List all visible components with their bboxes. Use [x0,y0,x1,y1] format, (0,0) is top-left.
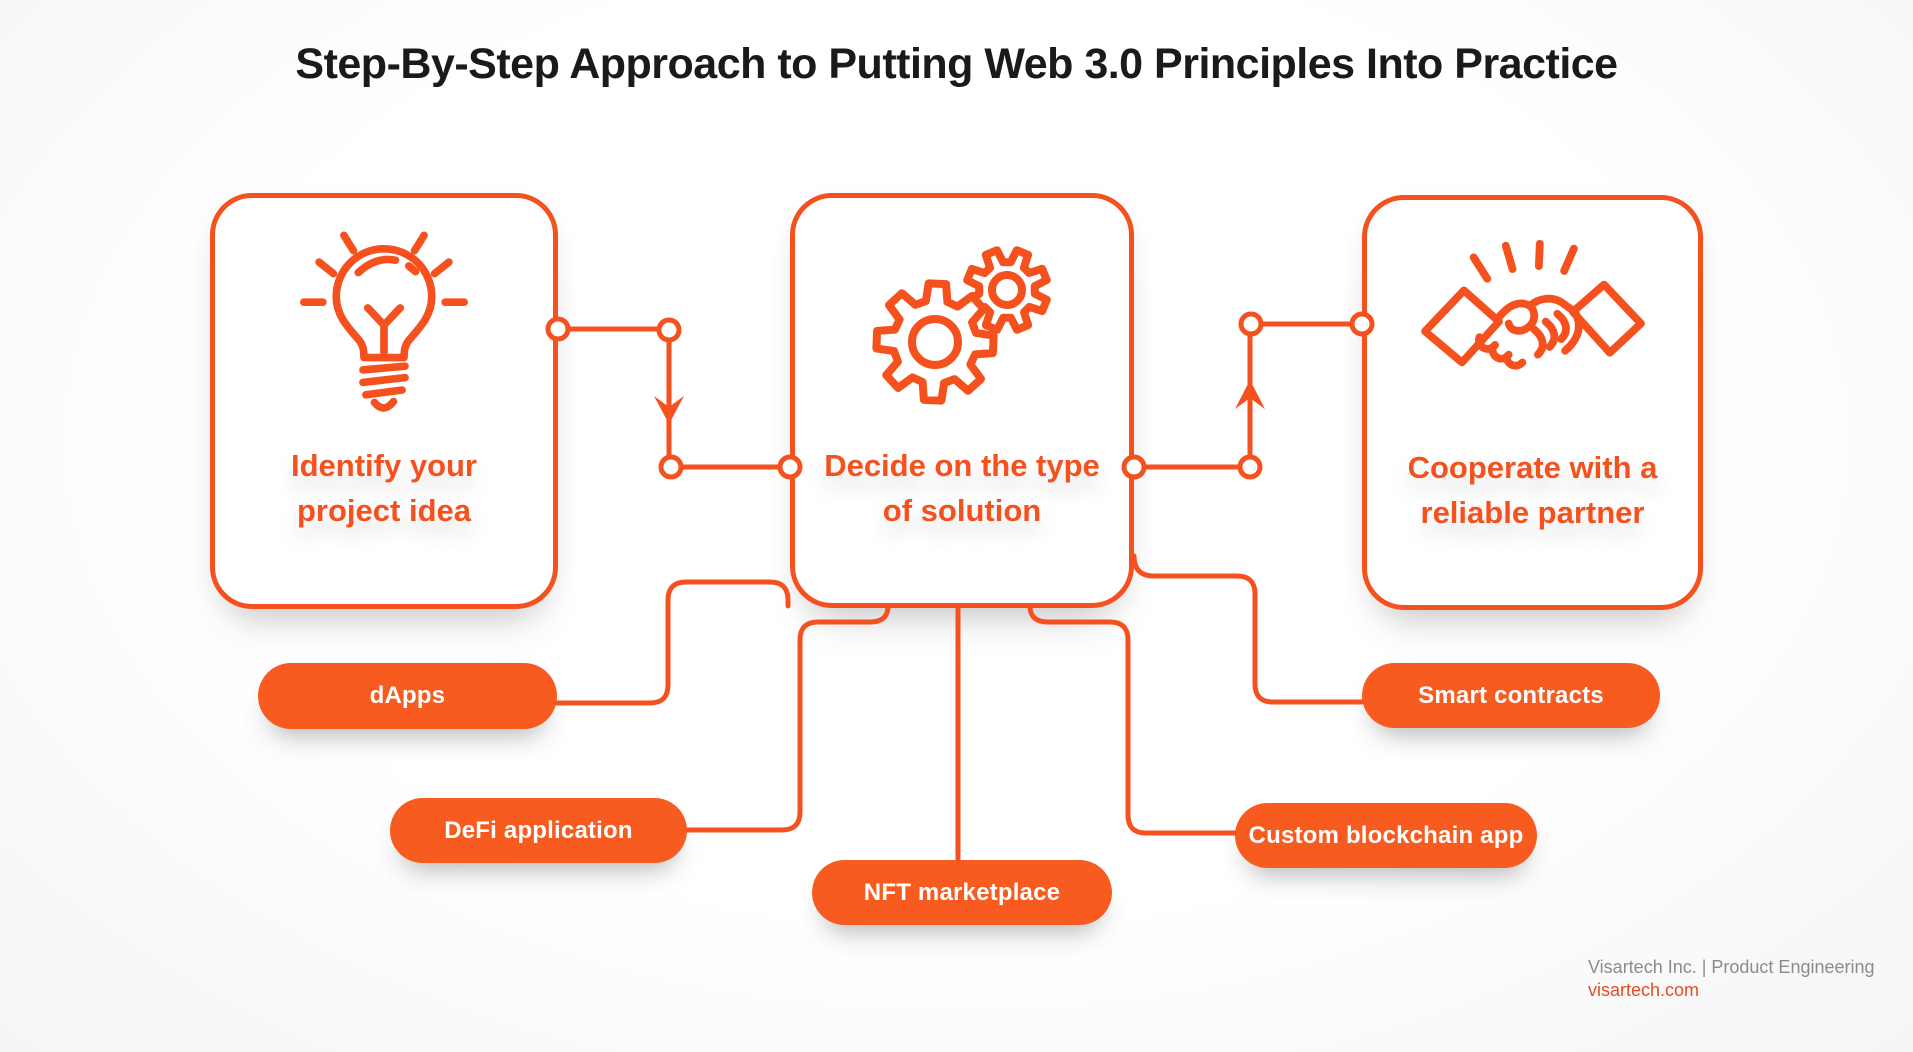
step-label-cooperate-partner: Cooperate with a reliable partner [1407,450,1658,530]
footer: Visartech Inc. | Product Engineering vis… [1588,956,1875,1002]
arrow-down [654,396,684,424]
step-card-identify-idea: Identify your project idea [210,193,558,609]
step-label-decide-solution: Decide on the type of solution [824,448,1100,528]
solution-pill-smart-contracts: Smart contracts [1362,663,1660,728]
step-card-decide-solution: Decide on the type of solution [790,193,1134,608]
arrow-up [1235,380,1265,409]
step-card-cooperate-partner: Cooperate with a reliable partner [1362,195,1703,610]
solution-pill-defi-application: DeFi application [390,798,687,863]
solution-pill-nft-marketplace: NFT marketplace [812,860,1112,925]
footer-company: Visartech Inc. | Product Engineering [1588,957,1875,977]
footer-website: visartech.com [1588,980,1700,1000]
connector-step2-to-step3 [1121,311,1375,480]
gears-icon [872,246,1051,405]
connector-custom [1027,603,1238,836]
page-title: Step-By-Step Approach to Putting Web 3.0… [295,40,1618,88]
solution-pill-dapps: dApps [258,663,557,729]
step-label-identify-idea: Identify your project idea [290,448,477,528]
connector-smart [1131,553,1365,705]
connector-dapps [554,579,791,706]
handshake-icon [1420,239,1645,370]
connector-defi [684,603,891,833]
connector-step1-to-step2 [545,316,803,480]
lightbulb-icon [300,231,468,412]
solution-pill-custom-blockchain-app: Custom blockchain app [1235,803,1537,868]
